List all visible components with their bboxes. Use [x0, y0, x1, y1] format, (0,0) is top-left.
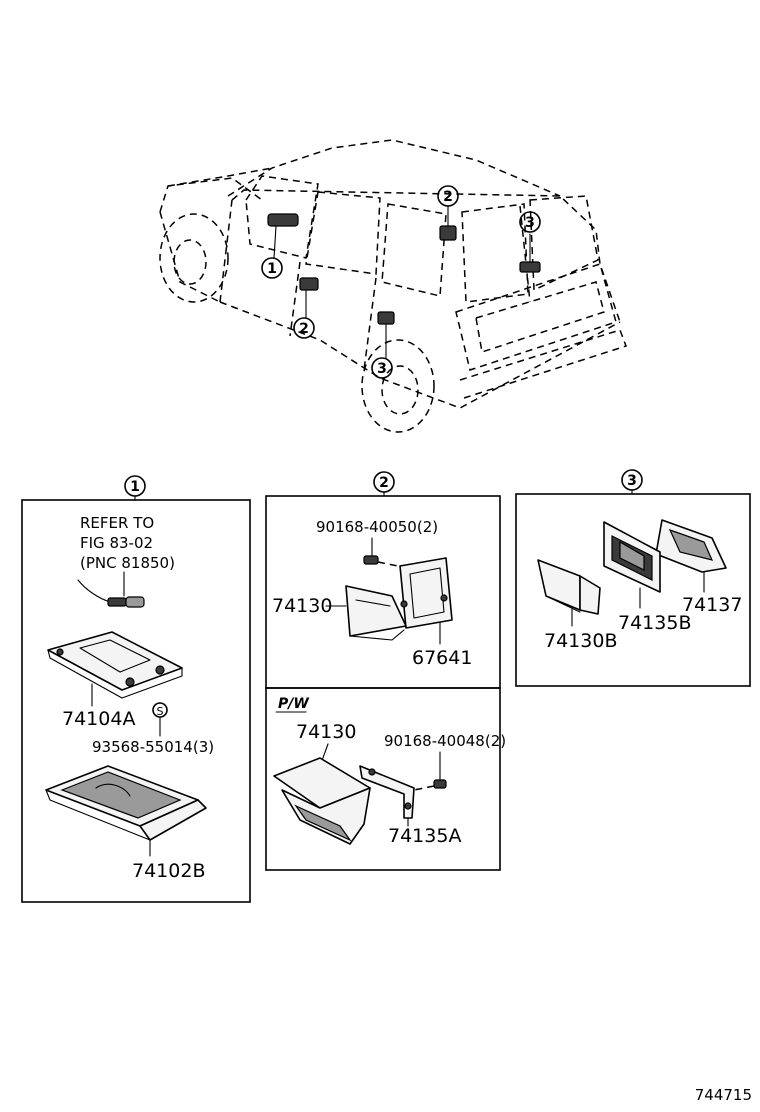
part-label-90168-40050: 90168-40050(2) [316, 518, 438, 536]
panel-2: 2 90168-40050(2) 74130 67641 [265, 471, 501, 689]
vehicle-callout-3a: 3 [519, 211, 541, 233]
panel-3-frame [515, 493, 751, 687]
vehicle-callout-3b: 3 [371, 357, 393, 379]
screw-icon [413, 751, 447, 791]
ashtray-74130-pw-icon [273, 757, 371, 845]
figure-code: 744715 [695, 1086, 752, 1104]
vehicle-callout-2b: 2 [293, 317, 315, 339]
ashtray-74130b-icon [537, 559, 601, 627]
refer-line-2: FIG 83-02 [80, 534, 153, 552]
refer-line-1: REFER TO [80, 514, 154, 532]
panel-2b-heading: P/W [278, 696, 309, 712]
ashtray-74130-icon [325, 585, 407, 641]
part-label-93568: 93568-55014(3) [92, 738, 214, 756]
part-label-74135b: 74135B [618, 612, 691, 634]
vehicle-callout-3b-text: 3 [377, 361, 387, 377]
vehicle-callout-3a-text: 3 [525, 215, 535, 231]
panel-2b: P/W 74130 90168-40048(2) 74135A [265, 687, 506, 871]
panel-2-callout: 2 [379, 475, 389, 491]
part-label-74130-pw: 74130 [296, 721, 356, 743]
part-label-74130: 74130 [272, 595, 332, 617]
part-label-74135a: 74135A [388, 825, 461, 847]
part-label-67641: 67641 [412, 647, 472, 669]
ashtray-74102b-icon [45, 765, 207, 857]
vehicle-callout-2a: 2 [437, 185, 459, 207]
refer-line-3: (PNC 81850) [80, 554, 175, 572]
part-label-74137: 74137 [682, 594, 742, 616]
part-label-74102b: 74102B [132, 860, 205, 882]
svg-text:S: S [157, 705, 164, 718]
panel-3: 3 74130B 74135B 74137 [515, 469, 751, 687]
bracket-74104a-icon [47, 631, 183, 707]
vehicle-illustration [159, 139, 627, 433]
panel-3-callout: 3 [627, 473, 637, 489]
part-label-90168-40048: 90168-40048(2) [384, 732, 506, 750]
frame-67641-icon [399, 557, 453, 645]
frame-74137-icon [655, 519, 727, 593]
screw-icon: S [152, 702, 168, 737]
part-label-74104a: 74104A [62, 708, 135, 730]
screw-icon [363, 537, 399, 567]
bracket-74135a-icon [359, 765, 415, 827]
vehicle-callout-1-text: 1 [267, 261, 277, 277]
panel-1-callout: 1 [130, 479, 140, 495]
panel-2b-frame [265, 687, 501, 871]
panel-1: 1 REFER TO FIG 83-02 (PNC 81850) 74104A … [21, 475, 251, 903]
vehicle-callout-1: 1 [261, 257, 283, 279]
bracket-74135b-icon [603, 521, 661, 609]
vehicle-callout-2a-text: 2 [443, 189, 453, 205]
lighter-wire-icon [77, 571, 145, 608]
part-label-74130b: 74130B [544, 630, 617, 652]
panel-1-frame [21, 499, 251, 903]
vehicle-callout-2b-text: 2 [299, 321, 309, 337]
